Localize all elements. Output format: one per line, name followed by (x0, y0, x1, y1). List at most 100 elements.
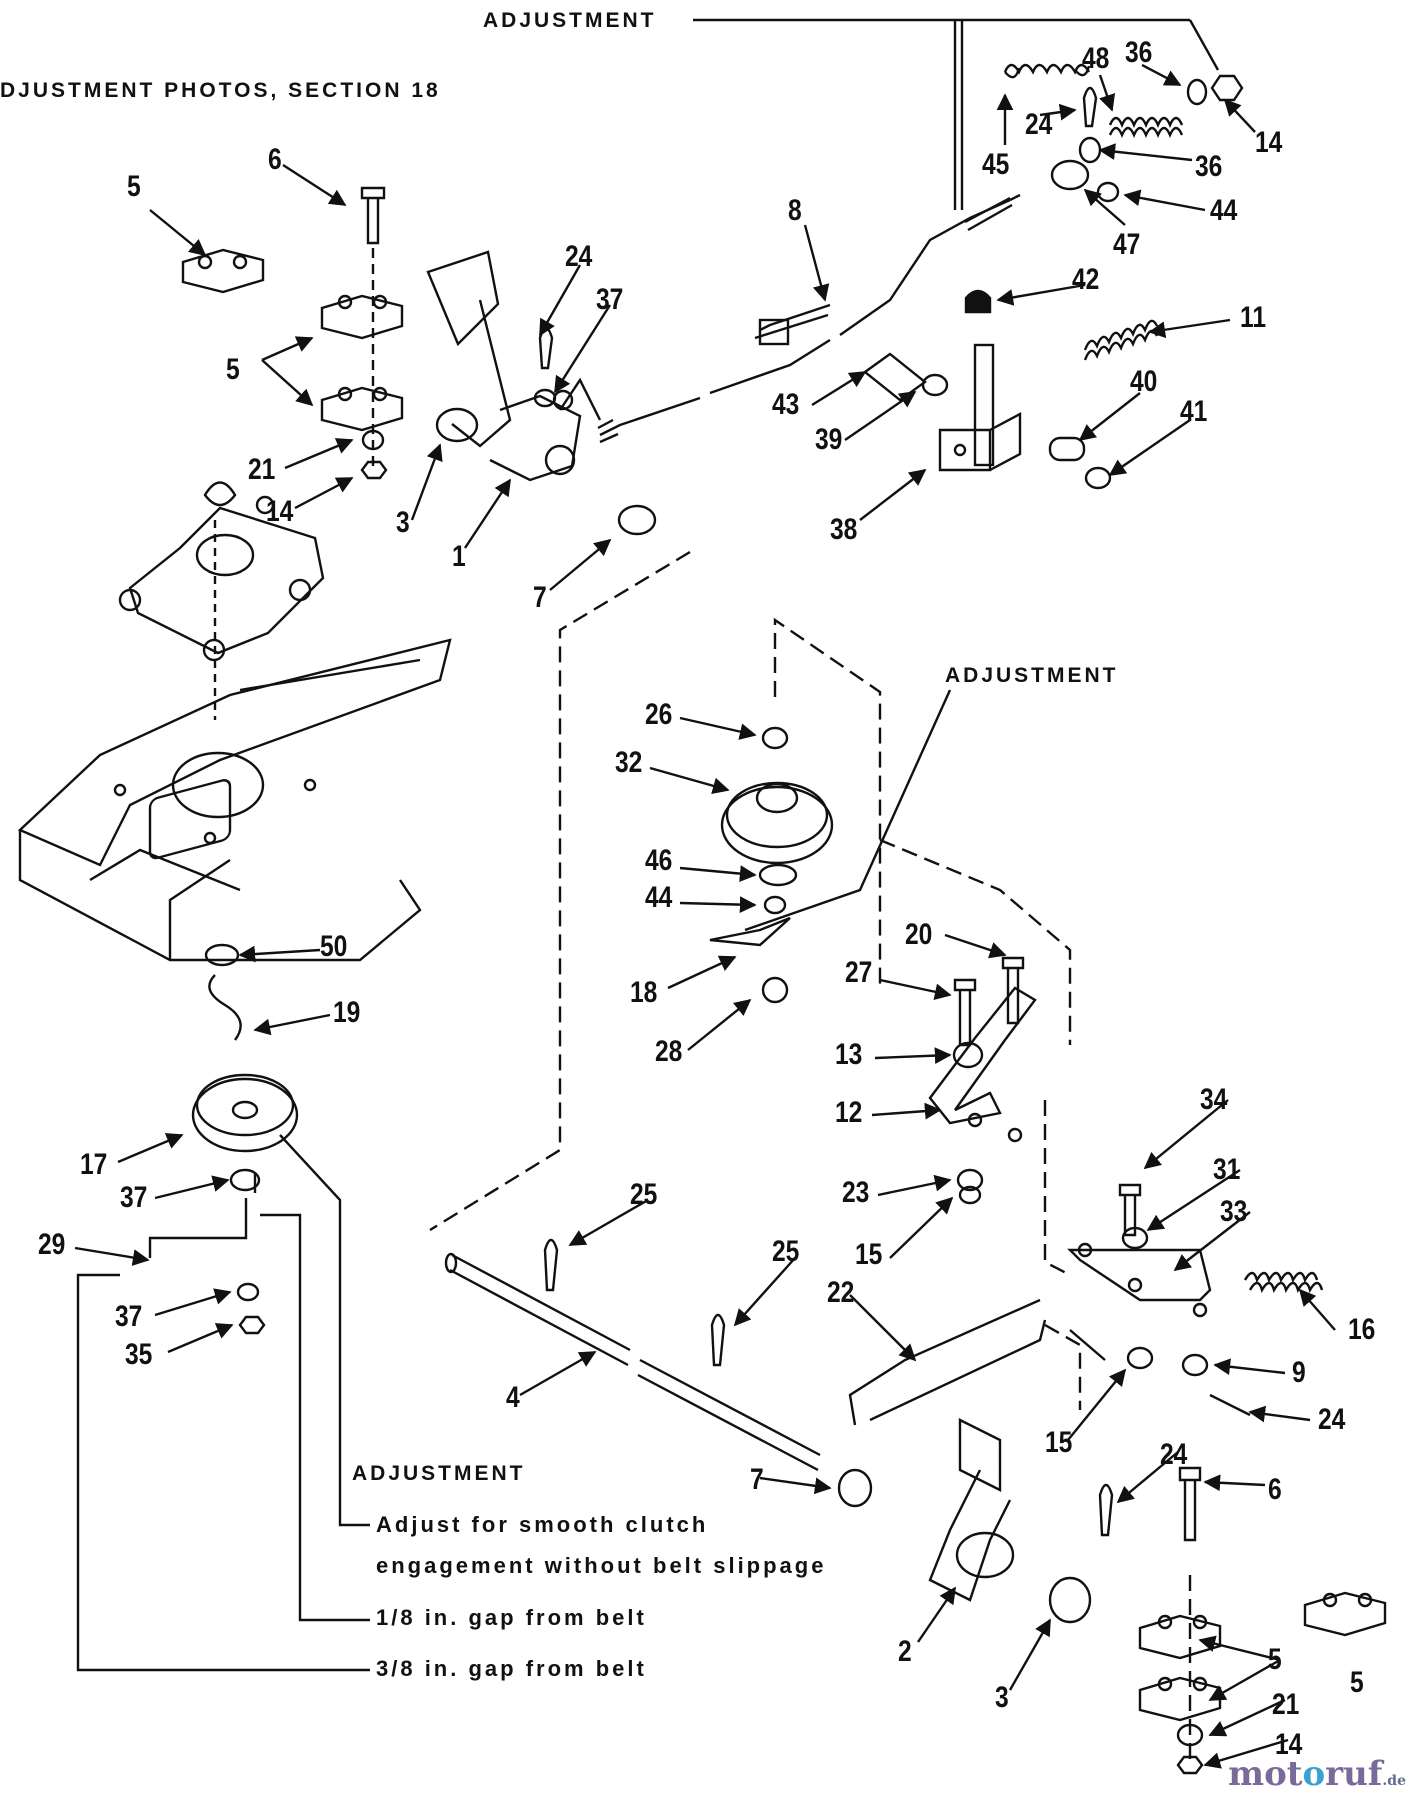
callout-arrow (1008, 1618, 1052, 1691)
link-33 (1067, 1242, 1212, 1318)
callout-arrow (759, 1476, 832, 1495)
callout-arrow (1143, 1099, 1229, 1170)
callout-arrow (1123, 189, 1206, 212)
bolt-6-bottom (1178, 1466, 1202, 1542)
callout-17: 17 (80, 1148, 108, 1181)
callout-43: 43 (772, 388, 800, 421)
pedal-1 (426, 250, 602, 482)
adjustment-caption-bottom: ADJUSTMENT (352, 1462, 526, 1485)
callout-21: 21 (248, 453, 276, 486)
callout-50: 50 (320, 930, 348, 963)
callout-arrow (849, 1294, 917, 1362)
washer-50 (204, 943, 240, 967)
callout-26: 26 (645, 698, 673, 731)
callout-arrow (261, 336, 314, 362)
callout-3: 3 (396, 506, 410, 539)
callout-40: 40 (1130, 365, 1158, 398)
note-gap-1-8: 1/8 in. gap from belt (376, 1605, 647, 1630)
callout-9: 9 (1292, 1356, 1306, 1389)
washer-37-pulley (229, 1168, 261, 1192)
callout-arrow (679, 716, 757, 740)
nut-14-upper (360, 460, 388, 480)
callout-arrow (117, 1133, 184, 1164)
callout-3: 3 (995, 1681, 1009, 1714)
callout-37: 37 (115, 1300, 143, 1333)
bolt-34 (1118, 1183, 1142, 1237)
callout-arrow (463, 478, 512, 549)
spring-top-small (203, 481, 237, 507)
centerlines-right (429, 550, 1192, 1760)
callout-arrow (879, 978, 952, 1001)
callout-24: 24 (1025, 108, 1053, 141)
callout-arrow (1098, 143, 1193, 162)
cotter-pin-24-pedal2 (1098, 1483, 1114, 1537)
clamp-5-lower (320, 386, 404, 432)
callout-arrow (811, 370, 867, 407)
callout-2: 2 (898, 1635, 912, 1668)
callout-arrow (1083, 188, 1126, 226)
note-smooth-clutch-line2: engagement without belt slippage (376, 1553, 827, 1578)
callout-arrow (679, 865, 757, 882)
nut-26 (761, 726, 789, 750)
nut-31 (1121, 1226, 1149, 1250)
callout-5: 5 (226, 353, 240, 386)
clamp-5-top-left (181, 248, 265, 294)
callout-33: 33 (1220, 1195, 1248, 1228)
callout-48: 48 (1082, 42, 1110, 75)
shift-rod-8 (597, 193, 1021, 444)
washer-46 (758, 863, 798, 887)
callout-arrow (944, 933, 1007, 959)
callout-14: 14 (1275, 1728, 1303, 1761)
clamp-5-bottom-right (1303, 1591, 1387, 1637)
callout-arrow (687, 998, 752, 1051)
callout-arrow (1108, 419, 1191, 476)
nut-35 (238, 1315, 266, 1335)
cross-shaft-4 (444, 1252, 821, 1472)
callout-arrow (1248, 1405, 1311, 1423)
callout-24: 24 (565, 240, 593, 273)
mounting-plate (118, 495, 325, 662)
adjustment-leaders-left (76, 1134, 370, 1672)
callout-arrow (649, 766, 730, 794)
callout-22: 22 (827, 1276, 855, 1309)
bushing-40 (1048, 436, 1086, 462)
callout-arrow (1116, 1451, 1179, 1504)
cotter-pin-25b (710, 1313, 726, 1367)
callout-25: 25 (772, 1235, 800, 1268)
washer-3-bottom (1048, 1576, 1092, 1624)
callout-37: 37 (596, 283, 624, 316)
callout-47: 47 (1113, 228, 1141, 261)
nut-44-top (1096, 181, 1120, 203)
clamp-5-bottom-upper (1138, 1614, 1222, 1660)
callout-arrow (154, 1288, 232, 1317)
callout-6: 6 (268, 143, 282, 176)
callout-36: 36 (1195, 150, 1223, 183)
callout-arrow (238, 945, 321, 963)
callout-arrow (553, 304, 612, 394)
washer-21-bottom (1176, 1723, 1204, 1747)
nut-14-top (1210, 74, 1244, 102)
callout-arrow (1198, 1635, 1281, 1662)
callout-arrow (1146, 1168, 1241, 1232)
bolt-27 (953, 978, 977, 1047)
callout-arrow (261, 359, 314, 407)
callout-arrow (154, 1175, 230, 1200)
callout-34: 34 (1200, 1083, 1228, 1116)
callout-arrow (538, 264, 582, 337)
callout-38: 38 (830, 513, 858, 546)
pulley-32 (720, 781, 834, 865)
callout-1: 1 (452, 540, 466, 573)
spring-11 (1083, 319, 1159, 361)
callout-arrow (1173, 1211, 1251, 1272)
washer-9 (1181, 1353, 1209, 1377)
callout-31: 31 (1213, 1153, 1241, 1186)
callout-14: 14 (266, 495, 294, 528)
nut-28 (761, 976, 789, 1004)
callout-19: 19 (333, 996, 361, 1029)
callout-41: 41 (1180, 395, 1208, 428)
callout-arrow (410, 443, 443, 521)
washer-36-lower (1078, 136, 1102, 164)
callout-44: 44 (645, 881, 673, 914)
nut-44-pulley (763, 895, 787, 915)
